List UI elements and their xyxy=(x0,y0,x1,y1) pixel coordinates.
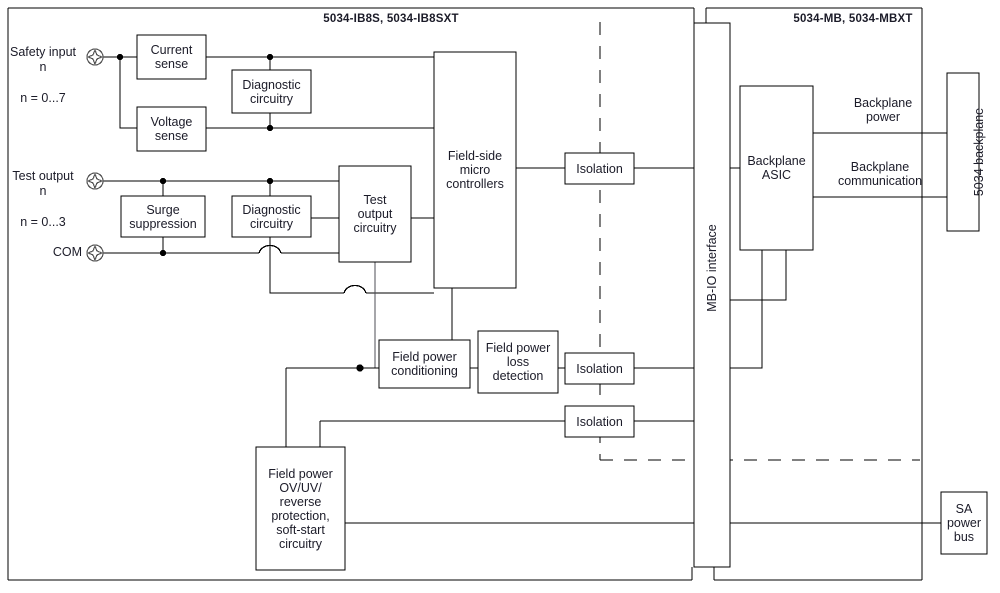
box-5034-backplane xyxy=(946,72,980,232)
terminal-com xyxy=(86,244,104,262)
box-voltage-sense xyxy=(136,106,207,152)
wire-diagbot-down xyxy=(269,236,344,294)
terminal-safety-input xyxy=(86,48,104,66)
box-field-power-conditioning xyxy=(378,339,471,389)
dot-diagbot-top xyxy=(266,177,274,185)
dot-diag-top-b xyxy=(266,124,274,132)
right-module-frame xyxy=(706,7,923,581)
com-label: COM xyxy=(52,245,82,259)
safety-input-sublabel: n = 0...7 xyxy=(20,91,66,105)
test-output-label: Test output n xyxy=(12,169,74,198)
wire-asic-stem-left xyxy=(730,250,763,369)
box-current-sense xyxy=(136,34,207,80)
terminal-symbols xyxy=(86,48,104,262)
dot-field-power-node xyxy=(356,364,364,372)
left-module-title: 5034-IB8S, 5034-IB8SXT xyxy=(323,13,459,25)
box-backplane-asic xyxy=(739,85,814,251)
right-module-title: 5034-MB, 5034-MBXT xyxy=(793,13,913,25)
box-test-output-circuitry xyxy=(338,165,412,263)
box-sa-power-bus xyxy=(940,491,988,555)
wire-lowerbus-hop xyxy=(343,284,367,294)
dot-com-surge xyxy=(159,249,167,257)
box-field-power-ovuv xyxy=(255,446,346,571)
box-diagnostic-circuitry-bottom xyxy=(231,195,312,238)
wire-safety-tap xyxy=(119,57,137,129)
test-output-sublabel: n = 0...3 xyxy=(20,215,66,229)
dot-safety-node xyxy=(116,53,124,61)
wire-asic-stem-right xyxy=(730,250,787,301)
box-mb-io-interface xyxy=(693,22,731,568)
box-isolation-3 xyxy=(564,405,635,438)
left-module-frame xyxy=(7,7,694,581)
box-isolation-2 xyxy=(564,352,635,385)
box-surge-suppression xyxy=(120,195,206,238)
box-field-power-loss-detection xyxy=(477,330,559,394)
safety-input-label: Safety input n xyxy=(9,45,76,74)
terminal-test-output xyxy=(86,172,104,190)
box-field-side-micro xyxy=(433,51,517,289)
box-isolation-1 xyxy=(564,152,635,185)
dot-surge-top xyxy=(159,177,167,185)
junction-dots xyxy=(116,53,364,372)
dot-diag-top-a xyxy=(266,53,274,61)
box-diagnostic-circuitry-top xyxy=(231,69,312,114)
